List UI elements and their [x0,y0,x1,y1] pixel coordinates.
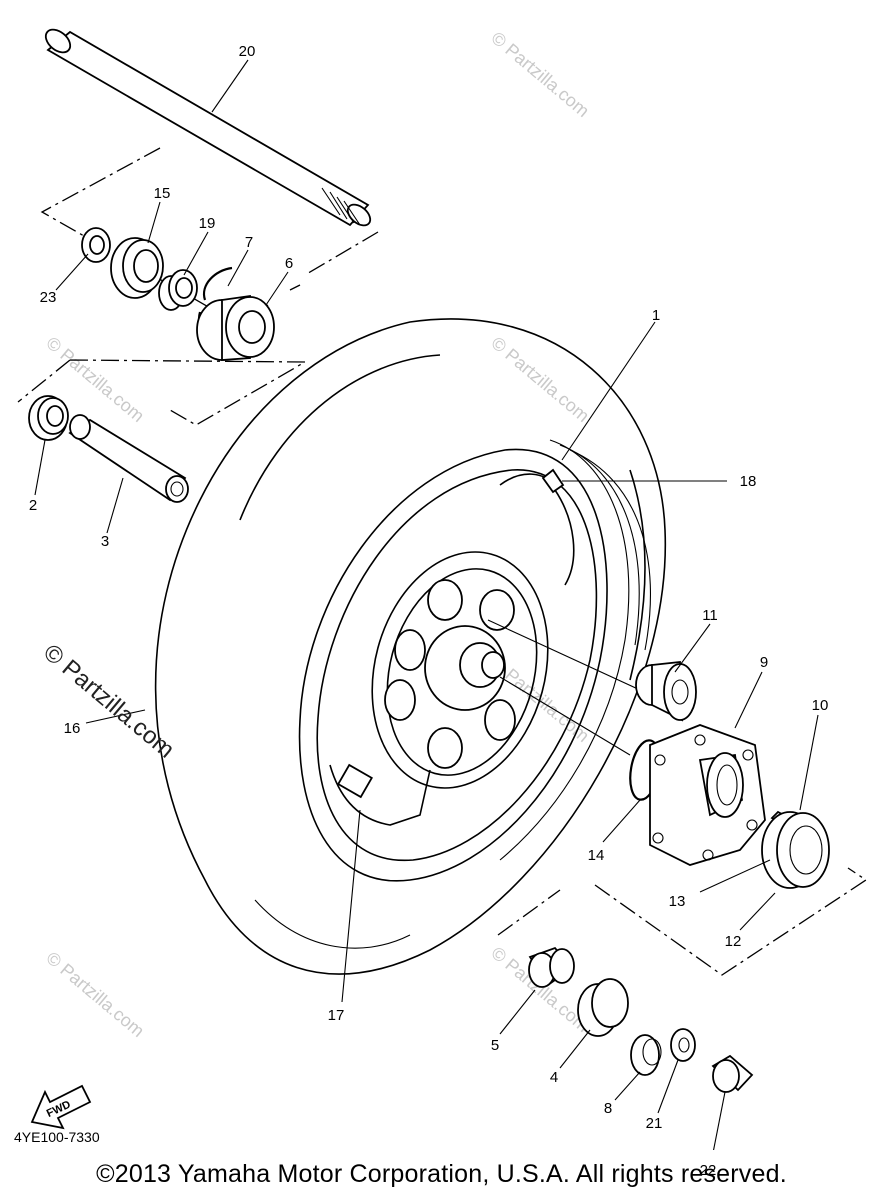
callout-7: 7 [245,234,253,251]
axle-part-20 [44,28,372,227]
callout-14: 14 [588,847,605,864]
spacer-part-4 [577,978,629,1037]
rim-part-1 [298,439,651,882]
callout-20: 20 [239,43,256,60]
callout-12: 12 [725,933,742,950]
collar-part-11 [635,661,697,722]
clutch-hub-part-9 [649,724,766,866]
callout-5: 5 [491,1037,499,1054]
axle-alignment-lines [487,619,641,756]
fwd-arrow-icon: FWD [30,1084,92,1130]
callout-22: 22 [700,1162,717,1179]
callout-19: 19 [199,215,216,232]
nut-part-22 [711,1054,754,1093]
spacer-part-5 [528,946,575,988]
wheel-exploded-diagram: © Partzilla.com © Partzilla.com © Partzi… [17,28,868,1150]
callout-4: 4 [550,1069,558,1086]
callout-17: 17 [328,1007,345,1024]
wheel-hub [329,473,575,826]
tire-part-16 [154,318,667,975]
washer-part-21 [670,1028,696,1062]
seal-part-12 [761,811,830,889]
callout-15: 15 [154,185,171,202]
document-code: 4YE100-7330 [14,1129,100,1145]
bearing-part-6 [196,294,275,361]
group-outline-upper-right [304,231,379,276]
washer-part-23 [81,227,111,263]
leader-lines [34,59,819,1150]
callout-1: 1 [652,307,660,324]
callout-10: 10 [812,697,829,714]
callout-16: 16 [64,720,81,737]
group-outline-lower [497,867,868,976]
callout-21: 21 [646,1115,663,1132]
callout-23: 23 [40,289,57,306]
spacer-part-3 [68,414,189,503]
callout-8: 8 [604,1100,612,1117]
callout-18: 18 [740,473,757,490]
callout-3: 3 [101,533,109,550]
valve-part-18 [541,468,565,494]
collar-part-19 [158,269,198,311]
oil-seal-part-15 [110,237,164,299]
callout-2: 2 [29,497,37,514]
callout-labels: 20 15 19 7 6 23 2 3 1 18 11 9 10 14 13 1… [29,43,829,1132]
callout-6: 6 [285,255,293,272]
callout-9: 9 [760,654,768,671]
seal-part-2 [28,395,69,441]
callout-13: 13 [669,893,686,910]
bearing-part-8 [630,1034,662,1076]
callout-11: 11 [702,607,718,624]
copyright-notice: ©2013 Yamaha Motor Corporation, U.S.A. A… [96,1160,787,1188]
